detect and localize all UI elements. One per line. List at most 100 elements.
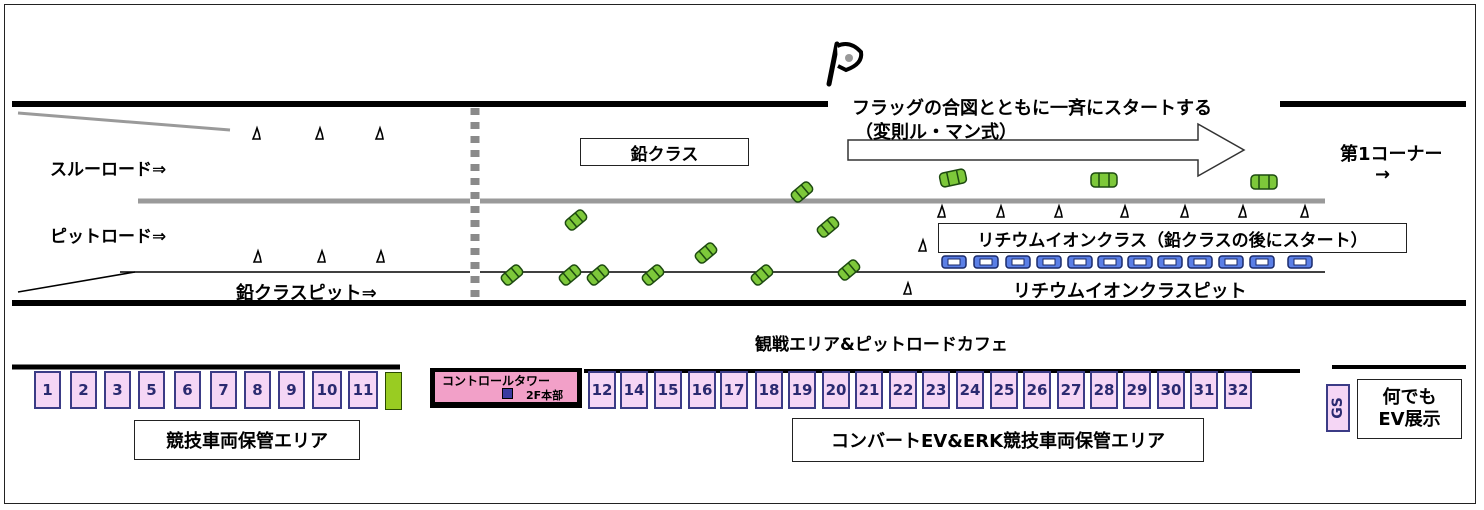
cone-icon [316,248,326,263]
first-corner-arrow: → [1375,164,1391,185]
slot: 15 [654,371,682,409]
cone-icon [314,125,324,140]
cone-icon [936,203,946,218]
slot: 20 [822,371,850,409]
gs-station: GS [1326,384,1350,432]
cone-icon [1299,203,1309,218]
control-tower-label: コントロールタワー [442,374,551,388]
control-tower: コントロールタワー 2F本部 [430,368,582,408]
slot: 18 [755,371,783,409]
lithium-car-icon [1157,255,1183,269]
lead-car-icon [694,242,718,264]
slot: 25 [990,371,1018,409]
competition-storage-label: 競技車両保管エリア [134,420,360,460]
slot: 23 [922,371,950,409]
start-note-line1: フラッグの合図とともに一斉にスタートする [852,98,1212,119]
lead-car-icon [558,264,582,286]
cone-icon [1053,203,1063,218]
slot: 26 [1023,371,1051,409]
cone-icon [1119,203,1129,218]
lead-car-icon [790,181,814,203]
pit-entry-taper [17,271,136,293]
through-road-taper [17,111,231,132]
through-road-label: スルーロード⇒ [50,160,167,180]
cone-icon [995,203,1005,218]
slot: 27 [1057,371,1085,409]
slot: 2 [70,371,97,409]
slot: 11 [348,371,378,409]
cone-icon [252,248,262,263]
lithium-car-icon [1067,255,1093,269]
gs-label: GS [1330,397,1346,419]
slot: 14 [620,371,648,409]
slot: 24 [956,371,984,409]
lithium-pit-label: リチウムイオンクラスピット [1013,281,1247,302]
slot: 22 [889,371,917,409]
slot: 17 [720,371,748,409]
slot: 8 [244,371,271,409]
lithium-car-icon [1249,255,1275,269]
slot: 6 [174,371,201,409]
start-note-line2: （変則ル・マン式） [855,122,1017,143]
first-corner-label: 第1コーナー [1340,144,1443,165]
diagram-frame [4,4,1476,504]
slot: 5 [138,371,165,409]
lithium-car-icon [1127,255,1153,269]
slot: 7 [210,371,237,409]
slot: 12 [588,371,616,409]
lead-car-icon [586,264,610,286]
cone-icon [374,125,384,140]
cone-icon [375,248,385,263]
lead-car-icon [641,264,665,286]
start-direction-arrow [847,122,1246,178]
cone-icon [902,280,912,295]
lithium-car-icon [941,255,967,269]
lead-class-cars [500,168,1278,286]
start-flag-icon [826,41,864,87]
lead-car-icon [938,168,968,188]
lead-class-label: 鉛クラス [580,138,749,166]
lithium-car-icon [1036,255,1062,269]
lithium-car-icon [1287,255,1313,269]
slot: 1 [34,371,61,409]
lithium-class-cars [941,255,1313,269]
slot: 30 [1157,371,1185,409]
lead-car-icon [1250,174,1278,190]
ev-display-box: 何でも EV展示 [1357,379,1462,439]
slot: 32 [1224,371,1252,409]
start-line-checkered [470,108,480,300]
lithium-car-icon [1097,255,1123,269]
lithium-car-icon [1005,255,1031,269]
pit-road-label: ピットロード⇒ [50,227,167,247]
lithium-car-icon [1187,255,1213,269]
slot: 31 [1190,371,1218,409]
convert-storage-label: コンバートEV&ERK競技車両保管エリア [792,418,1204,462]
ev-display-line1: 何でも [1382,387,1437,408]
spectator-area-label: 観戦エリア&ピットロードカフェ [755,335,1008,355]
lithium-car-icon [1218,255,1244,269]
slot: 21 [855,371,883,409]
cone-icon [251,125,261,140]
slot: 28 [1090,371,1118,409]
lead-car-icon [750,264,774,286]
hq-marker [502,388,513,399]
lithium-car-icon [973,255,999,269]
lead-car-icon [1090,172,1118,188]
lead-class-pit-label: 鉛クラスピット⇒ [236,283,377,304]
cone-icon [917,237,927,252]
hq-label: 2F本部 [526,389,564,402]
slot: 19 [788,371,816,409]
cone-icon [1179,203,1189,218]
slot: 29 [1123,371,1151,409]
slot: 9 [278,371,305,409]
lithium-class-label: リチウムイオンクラス（鉛クラスの後にスタート） [938,223,1407,253]
lead-car-icon [816,216,840,238]
traffic-cones [251,125,1309,295]
slot: 3 [104,371,131,409]
slot: 16 [688,371,716,409]
ev-display-line2: EV展示 [1378,409,1441,430]
slot: 10 [312,371,342,409]
lead-car-icon [564,209,588,231]
green-block [385,372,402,410]
cone-icon [1237,203,1247,218]
